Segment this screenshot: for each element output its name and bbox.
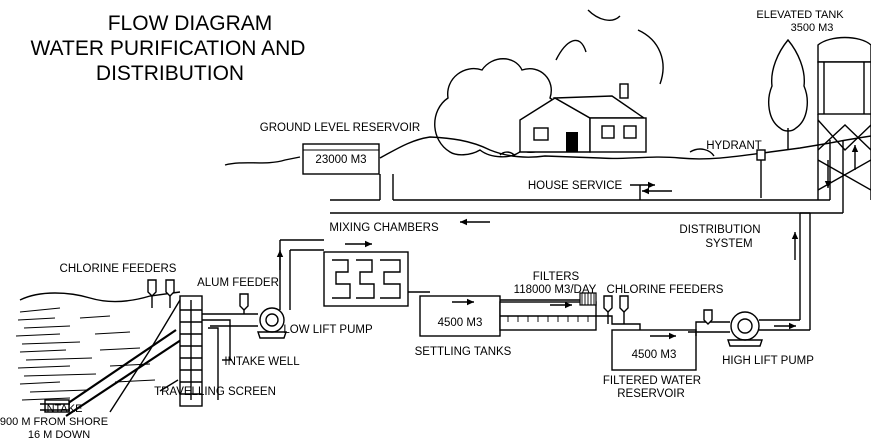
title-line-2: WATER PURIFICATION AND [31, 37, 306, 60]
elevated-tank: ELEVATED TANK 3500 M3 [756, 9, 871, 200]
filtered-reservoir-capacity: 4500 M3 [632, 349, 677, 361]
chlorine-feeders-left: CHLORINE FEEDERS [60, 263, 177, 308]
mixing-chambers-label: MIXING CHAMBERS [329, 222, 439, 234]
intake-well [179, 295, 258, 407]
intake-label-line-3: 16 M DOWN [28, 429, 90, 441]
distribution-label-line-1: DISTRIBUTION [679, 224, 760, 236]
intake-pipe [40, 329, 185, 417]
title-line-1: FLOW DIAGRAM [108, 12, 273, 35]
low-lift-pump-label: LOW LIFT PUMP [283, 324, 373, 336]
mixing-chambers [323, 251, 430, 307]
hydrant: HYDRANT [706, 140, 766, 198]
hydrant-label: HYDRANT [706, 140, 762, 152]
intake-label-line-1: INTAKE [44, 403, 83, 415]
filtered-water-label-line-1: FILTERED WATER [603, 375, 701, 387]
filtered-water-reservoir: 4500 M3 FILTERED WATER RESERVOIR [603, 329, 701, 400]
distribution-pipes [330, 140, 859, 330]
travelling-screen-label: TRAVELLING SCREEN [154, 386, 276, 398]
house-service-label: HOUSE SERVICE [528, 180, 623, 192]
elevated-tank-capacity: 3500 M3 [791, 22, 834, 34]
elevated-tank-label: ELEVATED TANK [756, 9, 844, 21]
intake-well-label: INTAKE WELL [224, 356, 300, 368]
high-lift-pump-label: HIGH LIFT PUMP [722, 355, 814, 367]
filtered-water-label-line-2: RESERVOIR [617, 388, 685, 400]
reservoir-tank [302, 143, 380, 175]
chlorine-feeders-right-label: CHLORINE FEEDERS [607, 284, 724, 296]
title-line-3: DISTRIBUTION [96, 62, 244, 85]
filters-capacity: 118000 M3/DAY [514, 284, 597, 296]
low-lift-pump: LOW LIFT PUMP [257, 307, 373, 339]
diagram-title: FLOW DIAGRAM WATER PURIFICATION AND DIST… [31, 12, 306, 85]
rising-main [276, 239, 372, 310]
intake-label: INTAKE 900 M FROM SHORE 16 M DOWN [0, 403, 108, 441]
alum-feeder: ALUM FEEDER [197, 277, 279, 314]
travelling-screen-pointer [159, 379, 179, 392]
high-lift-pump: HIGH LIFT PUMP [688, 309, 814, 367]
chlorine-feeders-right: CHLORINE FEEDERS [596, 284, 724, 330]
distribution-system-label: DISTRIBUTION SYSTEM [679, 224, 760, 250]
intake-label-line-2: 900 M FROM SHORE [0, 416, 108, 428]
ground-level-reservoir-label: GROUND LEVEL RESERVOIR [260, 122, 420, 134]
ground-line [224, 135, 871, 166]
chlorine-feeders-left-label: CHLORINE FEEDERS [60, 263, 177, 275]
distribution-label-line-2: SYSTEM [705, 238, 752, 250]
house-illustration [434, 9, 715, 158]
alum-feeder-label: ALUM FEEDER [197, 277, 279, 289]
settling-tanks-label: SETTLING TANKS [415, 346, 512, 358]
poplar-tree [768, 38, 808, 150]
filters: FILTERS 118000 M3/DAY [499, 271, 597, 331]
settling-tank-capacity: 4500 M3 [438, 317, 483, 329]
lake [15, 291, 187, 413]
settling-tank: 4500 M3 SETTLING TANKS [415, 295, 512, 358]
filters-label: FILTERS [533, 271, 580, 283]
ground-level-reservoir: GROUND LEVEL RESERVOIR 23000 M3 [260, 122, 420, 175]
reservoir-capacity: 23000 M3 [315, 154, 366, 166]
